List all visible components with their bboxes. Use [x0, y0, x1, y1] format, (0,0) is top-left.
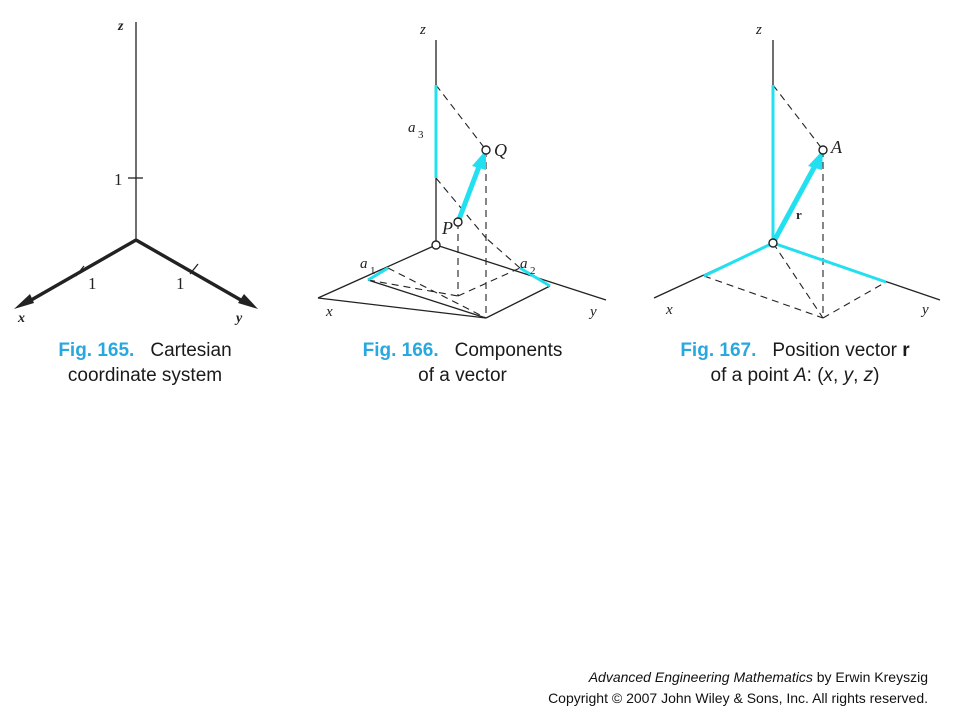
fig166-diagram: z Q P a 3 a 1 a 2 x y [317, 22, 607, 320]
fig166-a3-sub: 3 [418, 129, 424, 141]
fig165-y-arrowhead [238, 294, 258, 309]
fig165-caption-text1: Cartesian [150, 340, 232, 361]
fig166-vector-pq [455, 163, 483, 223]
fig166-caption-text1: Components [454, 340, 563, 361]
fig167-vector-arrowhead [808, 150, 823, 170]
fig166-p-label: P [441, 218, 453, 238]
fig166-z-label: z [419, 22, 426, 38]
fig165-y-unit-arrow [135, 238, 247, 305]
credit-copyright: Copyright © 2007 John Wiley & Sons, Inc.… [548, 690, 928, 706]
fig167-number: Fig. 167. [680, 340, 757, 361]
credit-line1: Advanced Engineering Mathematics by Erwi… [408, 667, 928, 688]
fig167-caption-text1: Position vector [772, 340, 897, 361]
fig167-base-dash-1 [703, 275, 824, 319]
fig167-caption-bold-r: r [902, 340, 910, 361]
fig167-caption-z: z [863, 365, 874, 386]
fig165-diagram: z 1 1 1 x y [14, 19, 258, 326]
fig167-caption: Fig. 167. Position vector r of a point A:… [650, 338, 940, 388]
fig167-point-a [818, 145, 828, 155]
fig167-base-dash-2 [822, 281, 887, 319]
fig166-x-label: x [325, 304, 333, 320]
fig166-x-axis [317, 244, 437, 299]
fig167-caption-line2: of a point A: (x, y, z) [710, 365, 880, 386]
fig167-caption-open: : ( [806, 365, 824, 386]
fig165-z-label: z [117, 19, 124, 34]
fig166-y-axis [435, 244, 607, 301]
fig166-q-label: Q [494, 140, 507, 160]
fig167-proj-dash [772, 242, 824, 319]
fig166-a2-component [519, 266, 551, 288]
fig167-caption-y: y [843, 365, 854, 386]
fig167-caption-prefix: of a point [710, 365, 789, 386]
fig167-y-label: y [920, 302, 929, 318]
fig167-origin [768, 238, 778, 248]
fig167-r-label: r [796, 207, 802, 222]
fig165-caption-line1: Fig. 165. Cartesian [40, 338, 250, 363]
fig166-base-edge-1 [367, 279, 487, 319]
fig165-x-unit-arrow [25, 238, 137, 305]
fig166-a1-sub: 1 [370, 265, 376, 277]
fig166-number: Fig. 166. [362, 340, 439, 361]
fig166-point-q [481, 145, 491, 155]
fig165-x-arrowhead [14, 294, 34, 309]
figures-diagram: z 1 1 1 x y z Q P a 3 a 1 a [14, 19, 941, 326]
fig166-a1-component [367, 266, 389, 282]
fig166-top-dash [435, 84, 487, 151]
fig165-caption: Fig. 165. Cartesian coordinate system [40, 338, 250, 388]
fig165-z-unit-label: 1 [114, 170, 123, 189]
fig167-x-component [703, 241, 774, 278]
fig166-y-label: y [588, 304, 597, 320]
fig166-base-edge-2 [485, 285, 551, 319]
fig166-origin [431, 240, 441, 250]
copyright-credit: Advanced Engineering Mathematics by Erwi… [408, 667, 928, 709]
fig166-caption-line1: Fig. 166. Components [340, 338, 585, 363]
fig166-point-p [453, 217, 463, 227]
fig167-caption-x: x [823, 365, 834, 386]
fig166-a3-label: a [408, 120, 416, 136]
fig166-a2-sub: 2 [530, 265, 536, 277]
fig166-base-dash-4 [485, 237, 521, 269]
fig166-a2-label: a [520, 256, 528, 272]
fig165-y-unit-tick [189, 263, 199, 275]
fig166-caption-text2: of a vector [418, 365, 507, 386]
fig167-a-label: A [830, 137, 843, 157]
fig166-base-dash-3 [387, 267, 487, 319]
fig167-z-label: z [755, 22, 762, 38]
fig165-y-unit-label: 1 [176, 274, 185, 293]
fig165-caption-text2: coordinate system [67, 365, 223, 386]
fig166-vector-arrowhead [472, 150, 486, 170]
fig166-base-dash-1 [367, 279, 459, 297]
fig166-base-dash-2 [457, 267, 521, 297]
book-title: Advanced Engineering Mathematics [588, 669, 813, 685]
fig167-y-component [772, 241, 887, 284]
book-author: by Erwin Kreyszig [812, 669, 928, 685]
fig165-x-unit-tick [75, 265, 85, 277]
fig167-caption-point: A [793, 365, 807, 386]
fig166-x-axis-front [317, 297, 487, 319]
fig167-caption-line1: Fig. 167. Position vector r [650, 338, 940, 363]
fig167-top-dash [772, 84, 824, 151]
fig167-position-vector [770, 162, 819, 245]
fig166-a1-label: a [360, 256, 368, 272]
fig167-x-label: x [665, 302, 673, 318]
fig166-caption: Fig. 166. Components of a vector [340, 338, 585, 388]
fig165-x-label: x [17, 311, 25, 326]
fig165-x-unit-label: 1 [88, 274, 97, 293]
fig165-y-label: y [234, 311, 243, 326]
fig167-diagram: z A r x y [653, 22, 941, 319]
fig165-number: Fig. 165. [58, 340, 135, 361]
